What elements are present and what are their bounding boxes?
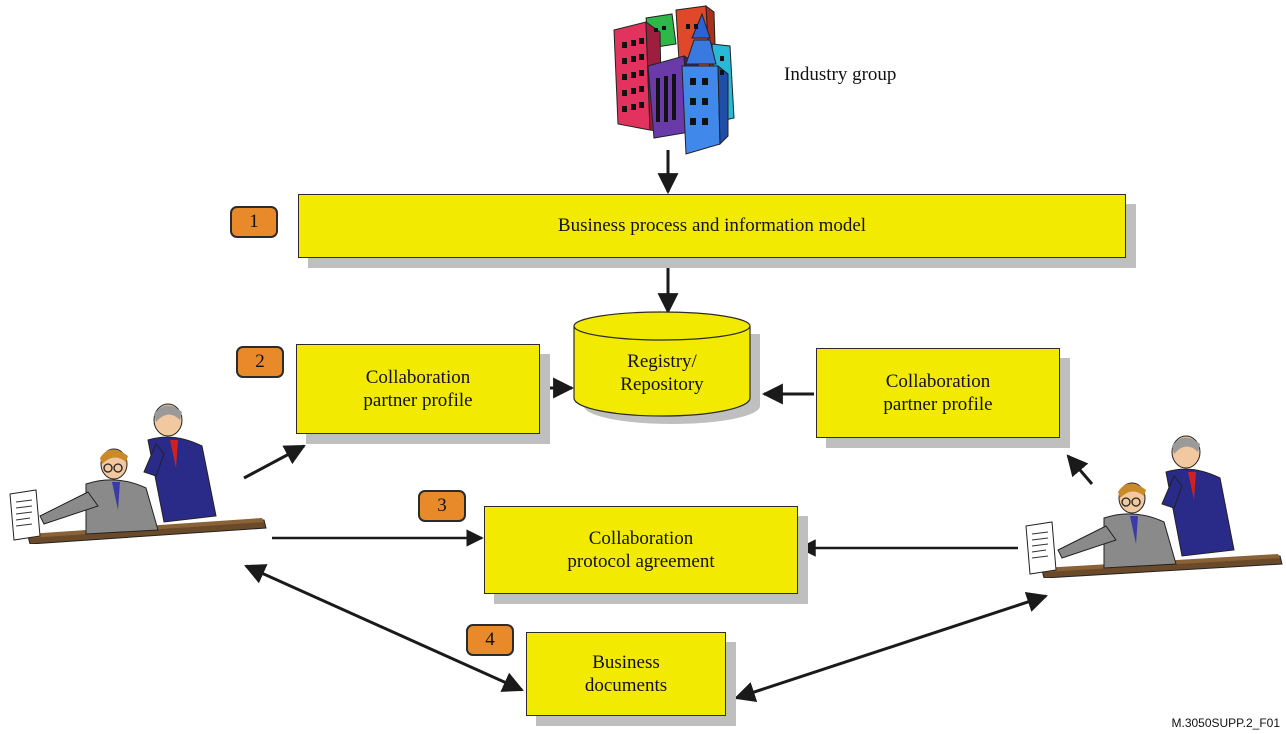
partner-profile-left-box: Collaboration partner profile xyxy=(296,344,540,434)
arrow-right-party-documents xyxy=(734,591,1048,703)
registry-line1: Registry/ xyxy=(627,351,697,372)
business-documents-line1: Business xyxy=(592,651,660,673)
partner-profile-right-line2: partner profile xyxy=(883,394,993,415)
step-badge-1: 1 xyxy=(230,206,278,238)
partner-profile-left-line1: Collaboration xyxy=(365,366,471,388)
figure-id-caption: M.3050SUPP.2_F01 xyxy=(1171,716,1280,730)
registry-repository-cylinder xyxy=(573,311,760,424)
partner-profile-right-line1: Collaboration xyxy=(885,370,991,392)
protocol-agreement-box: Collaboration protocol agreement xyxy=(484,506,798,594)
protocol-agreement-line2: protocol agreement xyxy=(567,551,715,572)
registry-repository-label: Registry/ Repository xyxy=(574,350,750,396)
registry-line2: Repository xyxy=(620,374,704,396)
right-business-party-icon xyxy=(1025,435,1283,578)
step-badge-2: 2 xyxy=(236,346,284,378)
protocol-agreement-line1: Collaboration xyxy=(588,527,694,549)
step-badge-4: 4 xyxy=(466,624,514,656)
arrow-left-party-to-profile xyxy=(243,444,306,480)
arrow-left-party-documents xyxy=(244,564,524,692)
left-business-party-icon xyxy=(9,403,267,544)
industry-group-buildings-icon xyxy=(613,4,735,155)
industry-group-label: Industry group xyxy=(784,64,897,85)
business-documents-box: Business documents xyxy=(526,632,726,716)
arrow-right-party-to-profile xyxy=(1066,454,1094,485)
business-process-model-box: Business process and information model xyxy=(298,194,1126,258)
partner-profile-left-line2: partner profile xyxy=(363,390,473,411)
partner-profile-right-box: Collaboration partner profile xyxy=(816,348,1060,438)
step-badge-3: 3 xyxy=(418,490,466,522)
business-documents-line2: documents xyxy=(584,675,668,696)
business-process-model-label: Business process and information model xyxy=(557,215,867,237)
